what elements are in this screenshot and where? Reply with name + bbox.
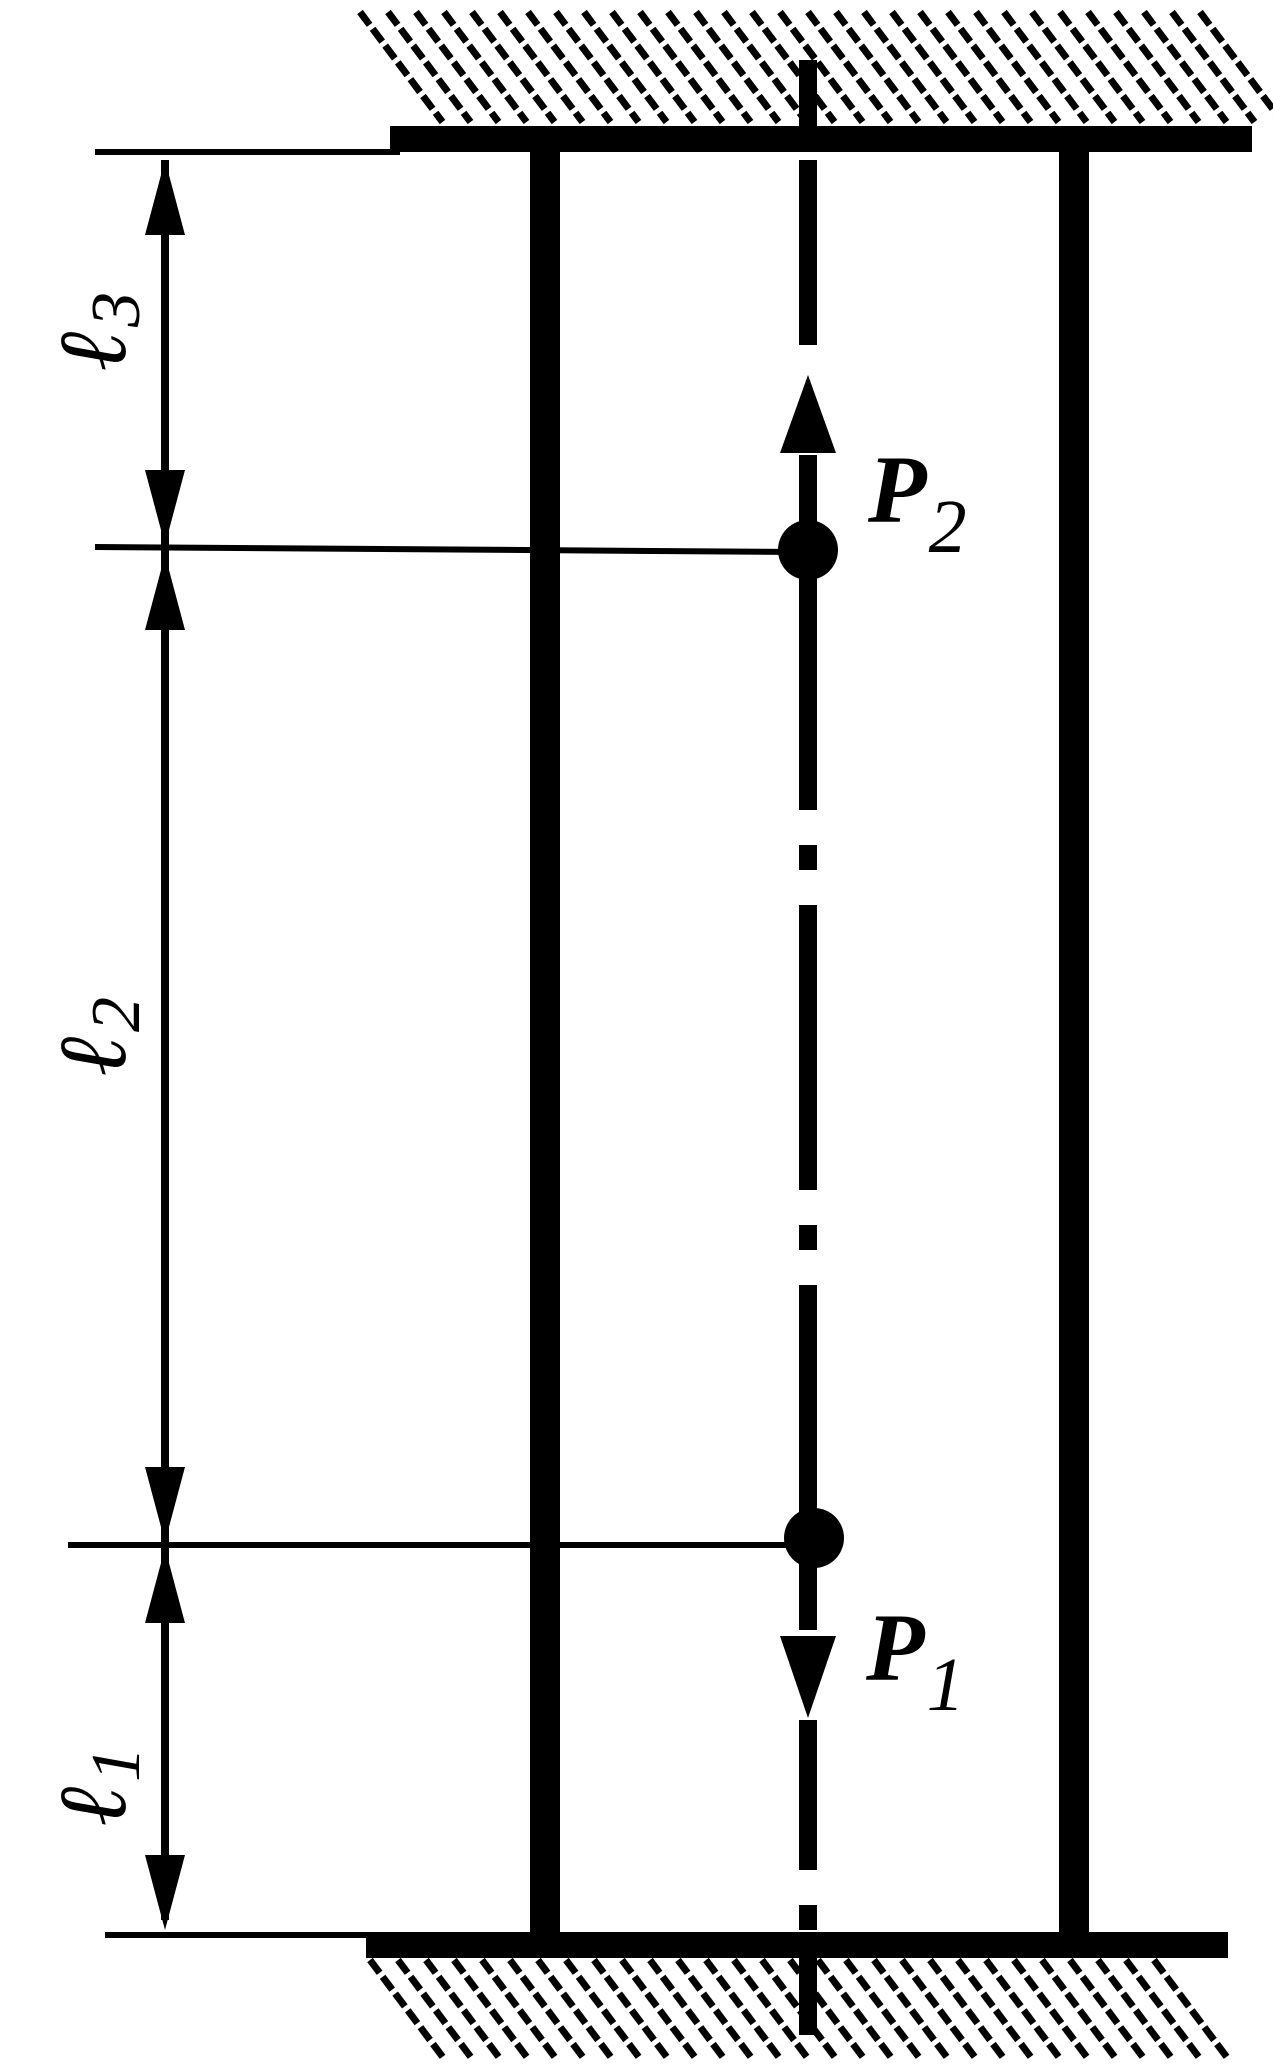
hatch-stroke (1169, 9, 1258, 125)
l3-label: ℓ3 (39, 292, 155, 370)
hatch-stroke (1029, 9, 1118, 125)
p2-label: P2 (867, 436, 967, 569)
hatch-stroke (581, 9, 670, 125)
hatch-stroke (1057, 9, 1146, 125)
hatch-stroke (777, 9, 866, 125)
hatch-stroke (889, 9, 978, 125)
hatch-stroke (749, 9, 838, 125)
hatch-stroke (693, 9, 782, 125)
hatch-stroke (609, 9, 698, 125)
hatch-stroke (357, 9, 446, 125)
p1-load-point (784, 1508, 844, 1568)
hatch-stroke (1113, 9, 1202, 125)
dim-l1-bottom-arrow (145, 1855, 185, 1930)
hatch-stroke (973, 9, 1062, 125)
hatch-stroke (861, 9, 950, 125)
p2-level-line (94, 544, 801, 555)
force-p2-arrow-up-icon (780, 375, 836, 453)
dim-l2-bottom-arrow (145, 1467, 185, 1542)
dimension-arrows (145, 160, 185, 1930)
force-p1-arrow-down-icon (780, 1560, 836, 1718)
hatch-stroke (833, 9, 922, 125)
dim-l2-top-arrow (145, 555, 185, 630)
l1-label: ℓ1 (39, 1747, 155, 1825)
dim-l1-top-arrow (145, 1548, 185, 1623)
hatch-stroke (1197, 9, 1273, 116)
hatch-stroke (1085, 9, 1174, 125)
top-support-hatching (357, 9, 1273, 125)
hatch-stroke (721, 9, 810, 125)
hatch-stroke (441, 9, 530, 125)
hatch-stroke (469, 9, 558, 125)
hatch-stroke (637, 9, 726, 125)
hatch-stroke (1001, 9, 1090, 125)
hatch-stroke (553, 9, 642, 125)
dim-l3-bottom-arrow (145, 470, 185, 545)
p1-label: P1 (865, 1594, 965, 1727)
l2-label: ℓ2 (39, 997, 155, 1075)
hatch-stroke (1141, 9, 1230, 125)
hatch-stroke (665, 9, 754, 125)
hatch-stroke (497, 9, 586, 125)
p2-load-point (778, 520, 838, 580)
hatch-stroke (413, 9, 502, 125)
hatch-stroke (917, 9, 1006, 125)
hatch-stroke (525, 9, 614, 125)
hatch-stroke (367, 1957, 448, 2063)
hatch-stroke (385, 9, 474, 125)
hatch-stroke (805, 9, 894, 125)
hatch-stroke (945, 9, 1034, 125)
dim-l3-top-arrow (145, 160, 185, 235)
